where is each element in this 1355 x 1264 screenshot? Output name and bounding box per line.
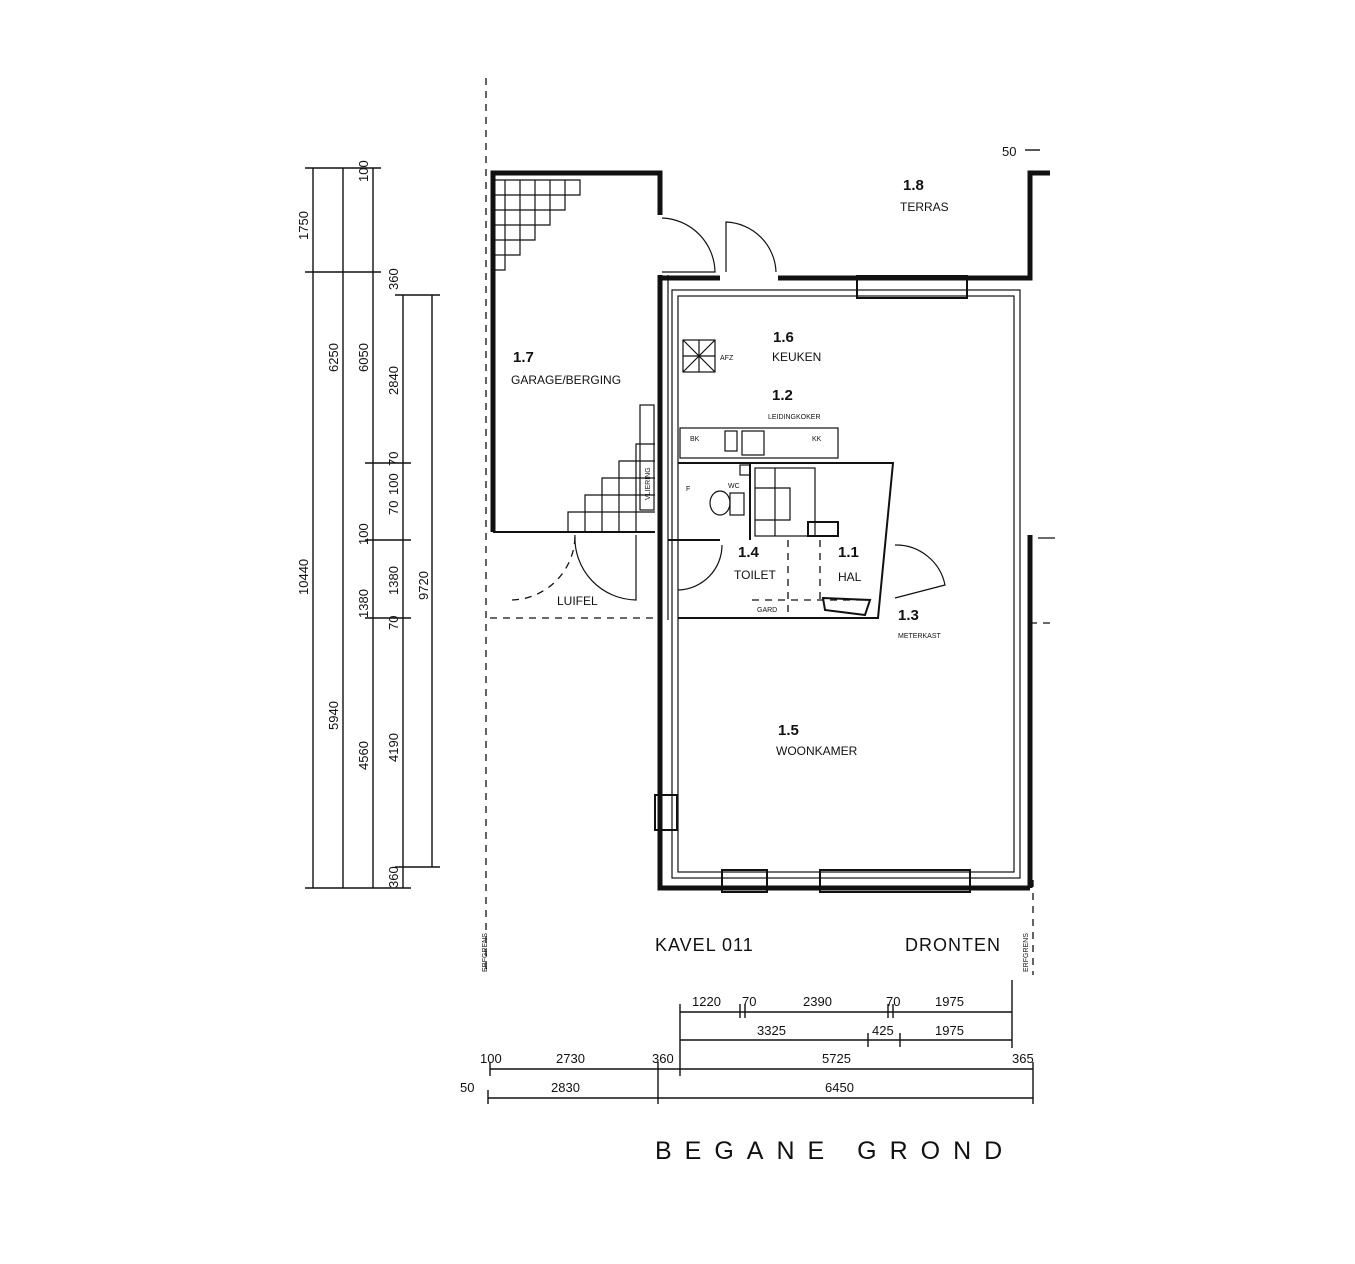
room-1-2-number: 1.2 <box>772 387 793 404</box>
room-1-6-name: KEUKEN <box>772 350 821 364</box>
vertical-dimensions <box>305 167 440 889</box>
room-1-3-number: 1.3 <box>898 607 919 624</box>
dim-v-100-b: 100 <box>356 523 371 545</box>
room-1-6-number: 1.6 <box>773 329 794 346</box>
vertical-dimension-values: 1750 100 6250 6050 360 2840 70 100 70 10… <box>296 160 431 888</box>
dim-v-360-bottom: 360 <box>386 866 401 888</box>
dim-r4-2830: 2830 <box>551 1080 580 1095</box>
dim-r1-2390: 2390 <box>803 994 832 1009</box>
dim-r3-5725: 5725 <box>822 1051 851 1066</box>
room-1-7-name: GARAGE/BERGING <box>511 373 621 387</box>
dim-r1-1220: 1220 <box>692 994 721 1009</box>
wc-label: WC <box>728 483 740 490</box>
erfgrens-right-label: ERFGRENS <box>1023 933 1030 972</box>
dim-r1-70-a: 70 <box>742 994 756 1009</box>
room-1-8-number: 1.8 <box>903 177 924 194</box>
garage-stair-pattern <box>493 179 655 532</box>
dim-v-1750: 1750 <box>296 211 311 240</box>
dim-v-6050: 6050 <box>356 343 371 372</box>
dim-v-70-b: 70 <box>386 501 401 515</box>
kavel-label: KAVEL 011 <box>655 935 754 955</box>
dim-r2-1975: 1975 <box>935 1023 964 1038</box>
dim-r3-2730: 2730 <box>556 1051 585 1066</box>
dim-v-100-a: 100 <box>386 473 401 495</box>
room-1-1-name: HAL <box>838 570 862 584</box>
dim-v-100: 100 <box>356 160 371 182</box>
dim-r1-70-b: 70 <box>886 994 900 1009</box>
floor-title: BEGANE GROND <box>655 1137 1015 1165</box>
garderobe-label: GARD <box>757 607 777 614</box>
fontein-label: F <box>686 486 690 493</box>
vliering-label: VLIERING <box>645 467 652 500</box>
dim-r3-365: 365 <box>1012 1051 1034 1066</box>
dim-v-1380-a: 1380 <box>356 589 371 618</box>
dim-v-70-c: 70 <box>386 616 401 630</box>
dim-r4-50: 50 <box>460 1080 474 1095</box>
dim-v-4560: 4560 <box>356 741 371 770</box>
dim-r2-425: 425 <box>872 1023 894 1038</box>
room-1-5-number: 1.5 <box>778 722 799 739</box>
dim-r4-6450: 6450 <box>825 1080 854 1095</box>
room-labels: 1.1 HAL 1.2 LEIDINGKOKER 1.3 METERKAST 1… <box>511 177 949 758</box>
bk-label: BK <box>690 436 700 443</box>
dim-r3-360: 360 <box>652 1051 674 1066</box>
horizontal-dimension-values: 50 1220 70 2390 70 1975 3325 425 1975 10… <box>460 144 1034 1095</box>
dim-v-70-a: 70 <box>386 452 401 466</box>
room-1-2-name: LEIDINGKOKER <box>768 414 821 421</box>
dim-v-4190: 4190 <box>386 733 401 762</box>
kk-label: KK <box>812 436 822 443</box>
dim-v-5940: 5940 <box>326 701 341 730</box>
dim-v-10440: 10440 <box>296 559 311 595</box>
dim-v-9720: 9720 <box>416 571 431 600</box>
property-lines <box>485 78 1055 975</box>
door-swings <box>511 217 946 601</box>
annotation-labels: LUIFEL GARD WC F AFZ BK KK VLIERING ERFG… <box>482 355 1030 972</box>
room-1-1-number: 1.1 <box>838 544 859 561</box>
room-1-5-name: WOONKAMER <box>776 744 858 758</box>
horizontal-dimensions <box>487 149 1040 1104</box>
room-1-4-number: 1.4 <box>738 544 760 561</box>
garage-walls <box>490 170 669 620</box>
dim-v-360-top: 360 <box>386 268 401 290</box>
dim-r1-1975: 1975 <box>935 994 964 1009</box>
dim-top-50: 50 <box>1002 144 1016 159</box>
dim-r3-100: 100 <box>480 1051 502 1066</box>
place-label: DRONTEN <box>905 935 1001 955</box>
room-1-8-name: TERRAS <box>900 200 949 214</box>
dim-r2-3325: 3325 <box>757 1023 786 1038</box>
dim-v-2840: 2840 <box>386 366 401 395</box>
plot-info: KAVEL 011 DRONTEN BEGANE GROND <box>655 935 1015 1165</box>
interior-walls <box>668 339 895 619</box>
afz-label: AFZ <box>720 355 734 362</box>
room-1-4-name: TOILET <box>734 568 776 582</box>
room-1-7-number: 1.7 <box>513 349 534 366</box>
erfgrens-left-label: ERFGRENS <box>482 933 489 972</box>
dim-v-6250: 6250 <box>326 343 341 372</box>
luifel-label: LUIFEL <box>557 594 598 608</box>
room-1-3-name: METERKAST <box>898 633 942 640</box>
dim-v-1380-b: 1380 <box>386 566 401 595</box>
house-walls <box>654 170 1055 893</box>
